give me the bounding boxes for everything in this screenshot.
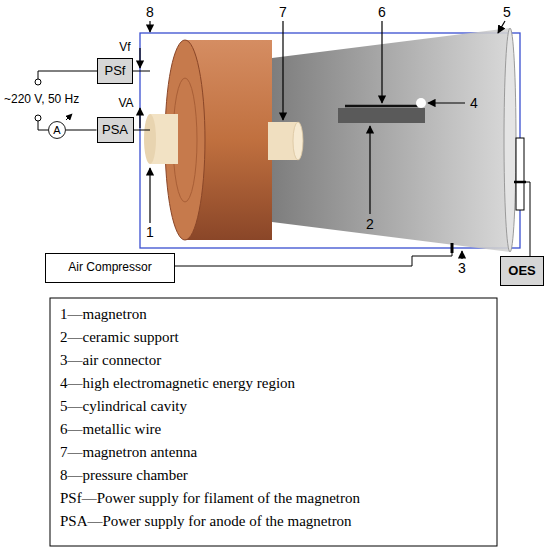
legend-entry: 4—high electromagnetic energy region xyxy=(60,375,295,392)
legend-entry: PSf—Power supply for filament of the mag… xyxy=(60,490,360,507)
callout-arrow xyxy=(282,21,283,120)
callout-label: 5 xyxy=(503,4,511,20)
ammeter-needle xyxy=(66,114,72,120)
callout-arrow xyxy=(369,126,370,214)
mains-terminal xyxy=(35,79,41,85)
legend-entry: 8—pressure chamber xyxy=(60,467,188,484)
metallic-wire xyxy=(345,105,418,108)
legend-frame xyxy=(50,298,497,546)
mains-terminal xyxy=(35,115,41,121)
callout-label: 3 xyxy=(458,260,466,276)
callout-label: 4 xyxy=(470,95,478,111)
air-line xyxy=(175,249,452,266)
node-text: PSf xyxy=(105,64,126,79)
ammeter-symbol: A xyxy=(48,121,66,139)
legend-entry: 5—cylindrical cavity xyxy=(60,398,187,415)
observation-window xyxy=(516,138,524,210)
hot-spot xyxy=(416,98,426,108)
callout-label: 7 xyxy=(279,4,287,20)
ammeter-wire xyxy=(38,121,48,130)
cathode-terminal-end xyxy=(144,114,156,164)
oes-box: OES xyxy=(500,256,544,286)
legend-entry: 7—magnetron antenna xyxy=(60,444,197,461)
legend-entry: 1—magnetron xyxy=(60,306,147,323)
node-text: PSA xyxy=(102,123,128,138)
compressor-box: Air Compressor xyxy=(45,253,175,283)
node-text: A xyxy=(53,124,60,137)
callout-label: 1 xyxy=(146,224,154,240)
callout-label: 8 xyxy=(146,4,154,20)
node-text: Air Compressor xyxy=(68,261,151,275)
cavity-end xyxy=(504,28,516,252)
callout-arrow xyxy=(381,21,382,103)
callout-label: 2 xyxy=(366,216,374,232)
power-supply-box: PSf xyxy=(97,58,133,84)
ammeter-circle-outline xyxy=(49,122,66,139)
voltage-arrow xyxy=(139,108,140,128)
anode-out-wire xyxy=(133,130,150,131)
cylindrical-cavity xyxy=(272,28,510,252)
legend-entry: 3—air connector xyxy=(60,352,161,369)
callout-arrow xyxy=(461,251,462,259)
voltage-arrow xyxy=(139,48,140,68)
callout-arrow xyxy=(149,21,150,32)
callout-arrow xyxy=(498,21,505,33)
legend-entry: 6—metallic wire xyxy=(60,421,161,438)
callout-label: Vf xyxy=(119,41,130,55)
legend-entry: 2—ceramic support xyxy=(60,329,179,346)
wire-connector xyxy=(66,130,97,131)
power-supply-box: PSA xyxy=(97,117,134,143)
filament-out-wire xyxy=(133,71,150,72)
callout-label: ~220 V, 50 Hz xyxy=(4,93,79,107)
antenna-end xyxy=(293,122,303,160)
air-connector xyxy=(451,243,454,253)
filament-wire xyxy=(38,71,97,79)
oes-fiber xyxy=(524,182,530,256)
ceramic-support xyxy=(338,108,425,123)
callout-label: VA xyxy=(118,97,133,111)
legend-entry: PSA—Power supply for anode of the magnet… xyxy=(60,513,352,530)
node-text: OES xyxy=(508,264,535,279)
callout-arrow xyxy=(149,168,150,223)
callout-label: 6 xyxy=(378,4,386,20)
callout-arrow xyxy=(428,102,465,103)
